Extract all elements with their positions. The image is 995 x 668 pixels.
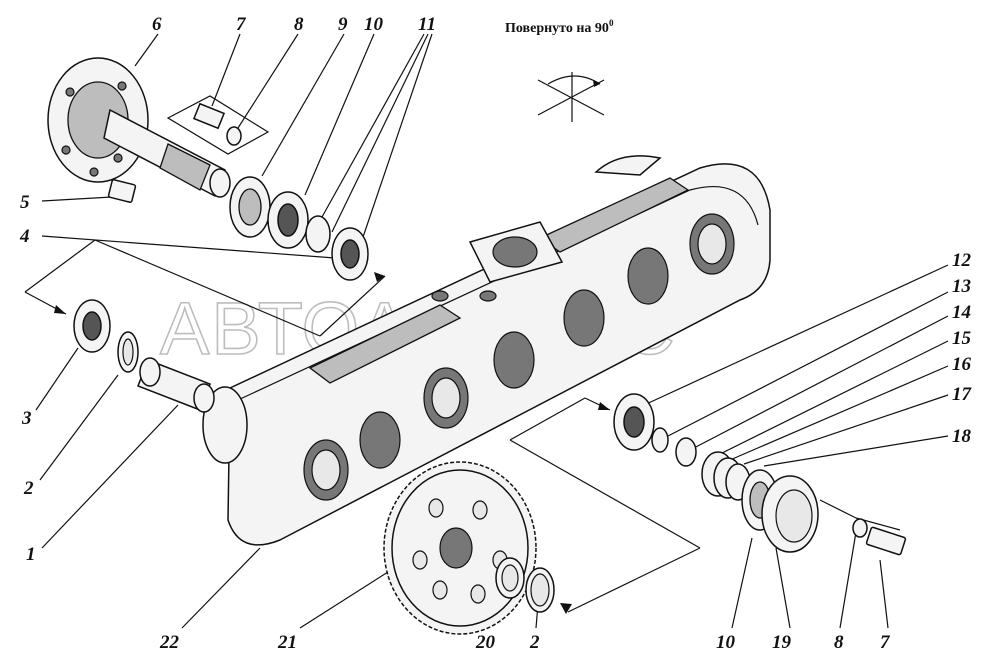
part-label-2-bottom: 2 (529, 632, 540, 653)
part-label-7: 7 (236, 14, 247, 35)
part-label-10-bottom: 10 (716, 632, 736, 653)
part-label-8: 8 (294, 14, 304, 35)
part-label-9: 9 (338, 14, 348, 35)
bearing-group-left (73, 299, 215, 413)
part-label-18: 18 (952, 426, 972, 447)
part-label-5: 5 (20, 192, 30, 213)
part-label-3: 3 (21, 408, 32, 429)
part-label-12: 12 (952, 250, 972, 271)
part-number-labels: 6 7 8 9 10 11 5 4 3 2 1 12 13 14 15 16 1… (19, 14, 973, 653)
rotation-caption-degree: 0 (609, 18, 614, 28)
part-label-16: 16 (952, 354, 972, 375)
gear-21 (383, 461, 537, 635)
part-label-6: 6 (152, 14, 162, 35)
part-label-13: 13 (952, 276, 971, 297)
part-label-4: 4 (19, 226, 30, 247)
leader-lines (24, 33, 949, 629)
rotation-caption: Повернуто на 900 (505, 18, 614, 36)
part-label-20: 20 (475, 632, 496, 653)
part-label-11: 11 (418, 14, 436, 35)
washer-snapring-bottom (495, 557, 555, 613)
rotation-caption-text: Повернуто на 90 (505, 21, 609, 36)
part-label-1: 1 (26, 544, 36, 565)
bearing-group-right (613, 393, 819, 553)
part-label-14: 14 (952, 302, 971, 323)
housing-22 (202, 155, 771, 546)
seal-stack-9-11 (229, 176, 369, 281)
part-label-8-bottom: 8 (834, 632, 844, 653)
part-label-7-bottom: 7 (880, 632, 891, 653)
part-label-21: 21 (277, 632, 297, 653)
part-label-17: 17 (952, 384, 973, 405)
part-label-22: 22 (159, 632, 180, 653)
bolt-5 (107, 179, 137, 203)
axle-shaft-6 (47, 57, 231, 198)
rotation-symbol (537, 72, 605, 122)
bolt-washer-top (166, 95, 270, 155)
part-label-10: 10 (364, 14, 384, 35)
bolt-washer-bottom (852, 518, 907, 556)
part-label-15: 15 (952, 328, 972, 349)
part-label-2: 2 (23, 478, 34, 499)
part-label-19: 19 (772, 632, 792, 653)
